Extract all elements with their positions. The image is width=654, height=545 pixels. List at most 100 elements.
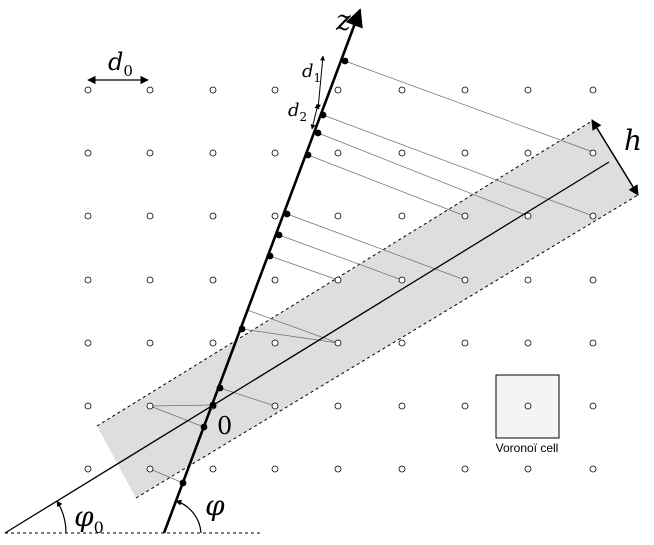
lattice-point bbox=[398, 339, 406, 347]
projection-direction-line bbox=[4, 161, 610, 534]
lattice-point bbox=[146, 465, 154, 473]
lattice-point bbox=[146, 402, 154, 410]
d0-label: d0 bbox=[108, 48, 133, 80]
projected-points bbox=[179, 57, 349, 487]
phi0-label: φ0 bbox=[74, 500, 104, 537]
lattice-point bbox=[589, 339, 597, 347]
lattice-point bbox=[209, 276, 217, 284]
lattice-point bbox=[398, 402, 406, 410]
projected-point bbox=[216, 384, 224, 392]
lattice-point bbox=[589, 149, 597, 157]
lattice-point bbox=[589, 465, 597, 473]
d2-label: d2 bbox=[288, 100, 307, 124]
lattice-point bbox=[84, 339, 92, 347]
lattice-point bbox=[524, 149, 532, 157]
projected-point bbox=[283, 210, 291, 218]
d1-label: d1 bbox=[302, 61, 321, 85]
lattice-point bbox=[461, 465, 469, 473]
lattice-point bbox=[398, 212, 406, 220]
projection-lines bbox=[149, 60, 594, 484]
lattice-point bbox=[398, 86, 406, 94]
lattice-point bbox=[334, 212, 342, 220]
d1-arrow bbox=[315, 55, 326, 110]
projection-line bbox=[241, 328, 339, 344]
lattice-point bbox=[461, 149, 469, 157]
projection-line bbox=[269, 255, 339, 281]
lattice-point bbox=[524, 212, 532, 220]
projection-line bbox=[149, 405, 205, 428]
projected-point bbox=[341, 57, 349, 65]
lattice-point bbox=[589, 86, 597, 94]
lattice-point bbox=[209, 149, 217, 157]
lattice-points bbox=[84, 86, 597, 473]
lattice-point bbox=[271, 212, 279, 220]
lattice-point bbox=[524, 465, 532, 473]
origin-label: 0 bbox=[217, 412, 232, 440]
lattice-point bbox=[209, 339, 217, 347]
phi-label: φ bbox=[205, 489, 225, 522]
projected-point bbox=[238, 325, 246, 333]
projection-line bbox=[219, 387, 276, 407]
lattice-point bbox=[271, 339, 279, 347]
lattice-point bbox=[84, 86, 92, 94]
lattice-point bbox=[334, 86, 342, 94]
projection-line bbox=[317, 132, 529, 217]
lattice-point bbox=[146, 149, 154, 157]
projection-line bbox=[307, 154, 466, 217]
lattice-point bbox=[398, 276, 406, 284]
lattice-point bbox=[334, 276, 342, 284]
projected-point bbox=[200, 423, 208, 431]
lattice-point bbox=[461, 276, 469, 284]
lattice-point bbox=[589, 212, 597, 220]
lattice-point bbox=[334, 339, 342, 347]
z-axis bbox=[162, 8, 363, 534]
lattice-point bbox=[271, 149, 279, 157]
lattice-point bbox=[84, 276, 92, 284]
lattice-point bbox=[271, 465, 279, 473]
strip-edge-upper bbox=[96, 120, 593, 427]
lattice-point bbox=[524, 339, 532, 347]
h-arrow bbox=[591, 119, 639, 196]
phi0-angle-arc bbox=[56, 500, 67, 534]
projection-line bbox=[344, 60, 594, 153]
projected-point bbox=[209, 401, 217, 409]
h-label: h bbox=[624, 124, 642, 157]
phi-angle-arc bbox=[175, 499, 202, 534]
projected-point bbox=[179, 479, 187, 487]
lattice-point bbox=[209, 465, 217, 473]
lattice-point bbox=[461, 339, 469, 347]
lattice-point bbox=[524, 86, 532, 94]
d2-arrow bbox=[310, 103, 320, 130]
lattice-point bbox=[524, 276, 532, 284]
lattice-point bbox=[271, 86, 279, 94]
projected-point bbox=[304, 151, 312, 159]
lattice-point bbox=[209, 212, 217, 220]
strip-band bbox=[97, 121, 638, 498]
projected-point bbox=[319, 111, 327, 119]
projection-line bbox=[149, 468, 184, 484]
lattice-point bbox=[84, 212, 92, 220]
lattice-point bbox=[84, 465, 92, 473]
lattice-point bbox=[146, 86, 154, 94]
lattice-point bbox=[461, 402, 469, 410]
lattice-point bbox=[589, 402, 597, 410]
lattice-point bbox=[84, 149, 92, 157]
lattice-point bbox=[209, 86, 217, 94]
lattice-point bbox=[398, 465, 406, 473]
lattice-point bbox=[334, 149, 342, 157]
projected-point bbox=[275, 231, 283, 239]
strip-edge-lower bbox=[135, 194, 639, 499]
lattice-point bbox=[146, 276, 154, 284]
projected-point bbox=[266, 252, 274, 260]
lattice-point bbox=[84, 402, 92, 410]
lattice-point bbox=[334, 465, 342, 473]
projection-line bbox=[149, 404, 214, 407]
voronoi-cell-label: Voronoï cell bbox=[496, 441, 559, 455]
lattice-point bbox=[146, 339, 154, 347]
lattice-point bbox=[589, 276, 597, 284]
lattice-point bbox=[334, 402, 342, 410]
lattice-point bbox=[146, 212, 154, 220]
lattice-point bbox=[271, 402, 279, 410]
lattice-point bbox=[271, 276, 279, 284]
